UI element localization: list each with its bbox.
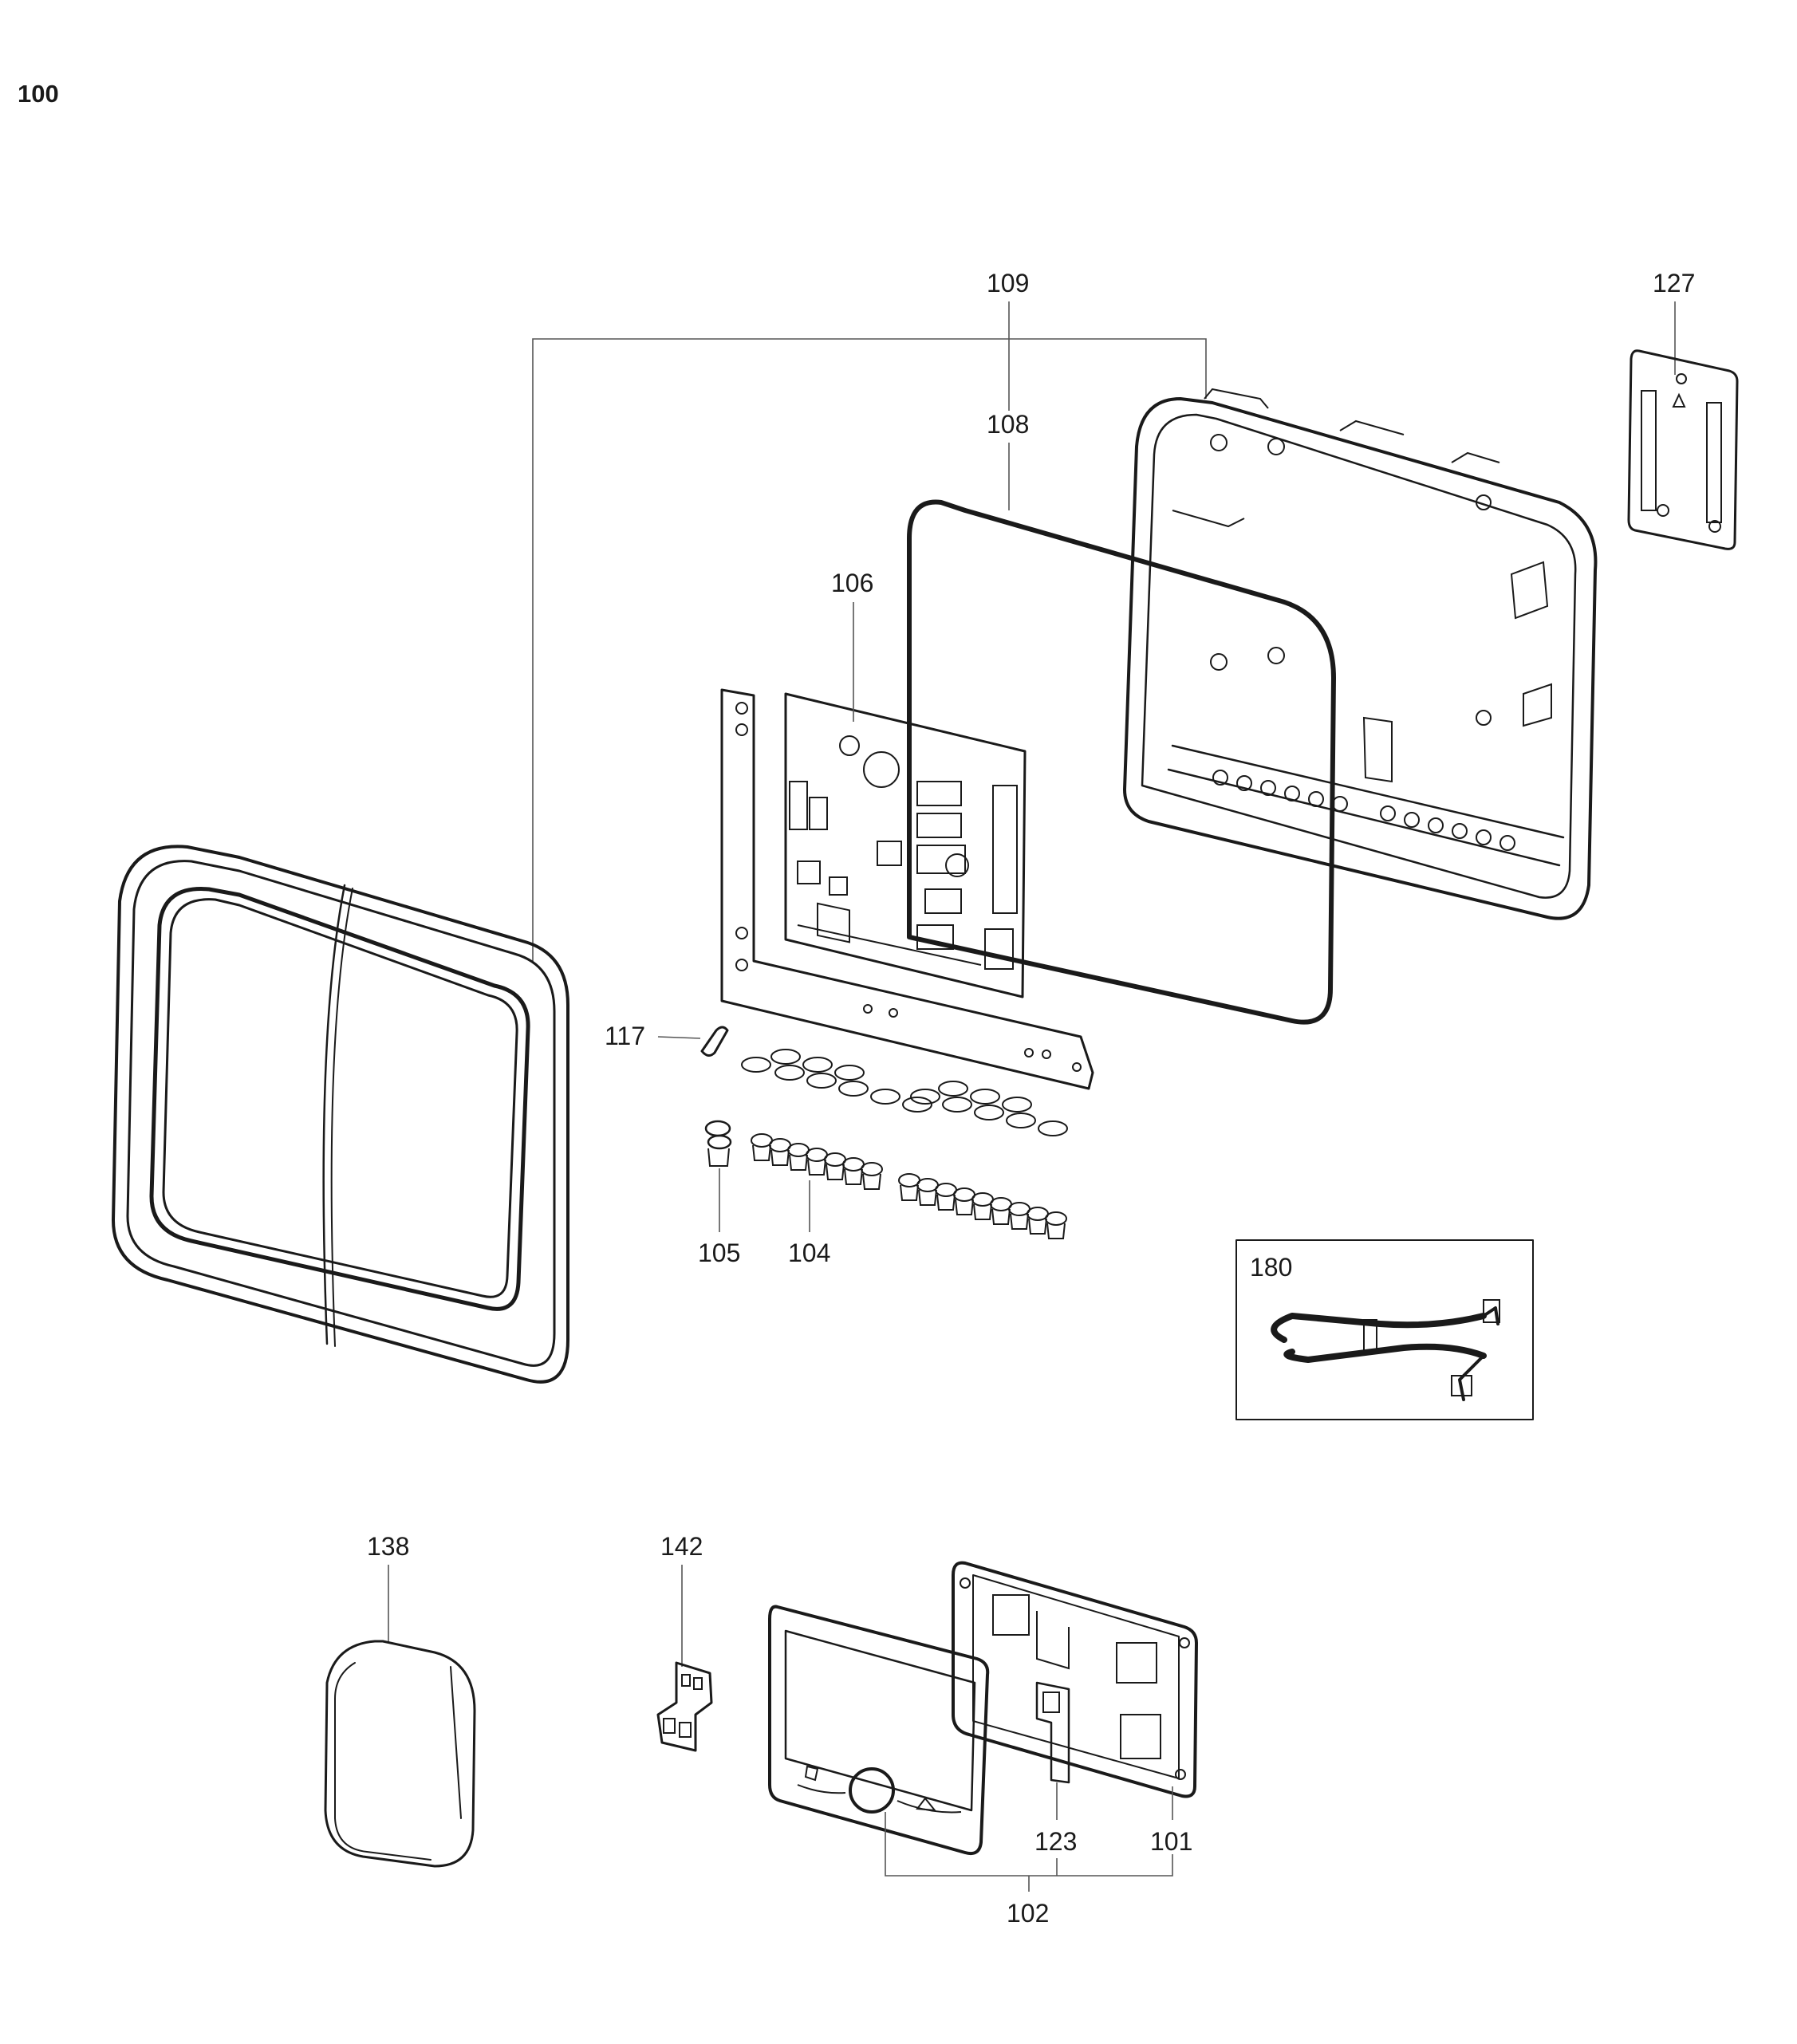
rear-housing [1123, 388, 1598, 920]
clip-117: 117 [605, 1022, 729, 1057]
callout-101: 101 [1150, 1827, 1192, 1856]
callout-109-group: 109 [532, 269, 1207, 961]
grommets-105: 105 [698, 1120, 740, 1267]
callout-109: 109 [987, 269, 1029, 297]
callout-108-group: 108 [987, 410, 1029, 510]
callout-108: 108 [987, 410, 1029, 439]
callout-106: 106 [831, 569, 873, 597]
terminal-connector-142: 142 [656, 1532, 713, 1752]
front-cover-panel [112, 845, 569, 1384]
cable-clamps [741, 1049, 1068, 1136]
cable-kit-180: 180 [1235, 1239, 1534, 1420]
callout-138: 138 [367, 1532, 409, 1561]
control-unit-102: 123 102 101 [768, 1561, 1198, 1928]
rear-housing-terminals [1212, 770, 1515, 851]
callout-142: 142 [660, 1532, 703, 1561]
sensor-138: 138 [324, 1532, 476, 1868]
callout-102: 102 [1007, 1899, 1049, 1928]
pcb-assembly-106: 106 [720, 569, 1094, 1090]
callout-117: 117 [605, 1022, 645, 1050]
diagram-number: 100 [18, 80, 59, 108]
grommets-104: 104 [751, 1133, 1067, 1267]
callout-104: 104 [788, 1239, 830, 1267]
gasket-108 [907, 499, 1336, 1025]
callout-105: 105 [698, 1239, 740, 1267]
leader-109-bracket [532, 338, 1207, 961]
callout-127: 127 [1653, 269, 1695, 297]
callout-123: 123 [1034, 1827, 1077, 1856]
callout-180: 180 [1250, 1253, 1292, 1282]
wall-bracket-127: 127 [1627, 269, 1739, 550]
